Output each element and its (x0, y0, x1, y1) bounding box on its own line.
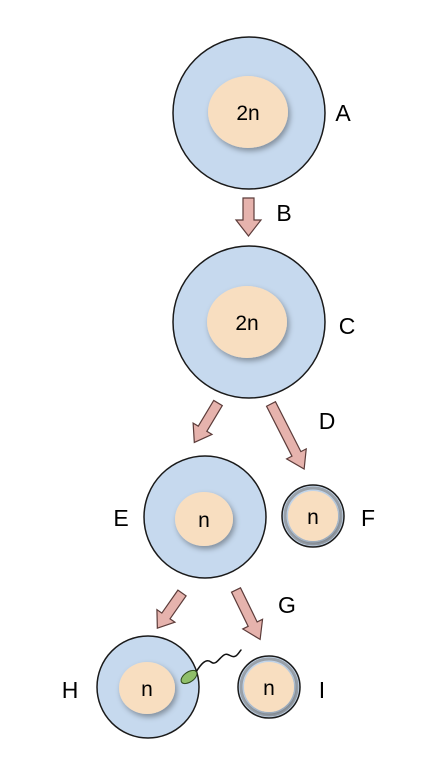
arrow-b (234, 197, 263, 237)
arrow-d-left (192, 399, 224, 444)
cell-a: 2n (172, 36, 326, 190)
cell-e-nucleus (175, 492, 233, 546)
sperm-tail (195, 649, 242, 673)
cell-i: n (237, 655, 301, 719)
arrow-d-right (265, 400, 307, 471)
cell-f-nucleus-label: n (307, 506, 319, 529)
cell-f: n (281, 484, 345, 548)
sperm-head (180, 669, 198, 685)
cell-e: n (143, 455, 267, 579)
arrow-d-left-shape (192, 399, 224, 444)
cell-c-nucleus-label: 2n (235, 312, 258, 335)
label-g: G (278, 592, 296, 618)
arrow-g-right (230, 587, 264, 641)
cell-i-nucleus (244, 662, 294, 712)
label-e: E (113, 505, 128, 531)
label-h: H (62, 677, 79, 703)
cell-h: n (96, 635, 200, 739)
cell-h-nucleus (119, 662, 175, 714)
arrow-g-left (156, 589, 187, 630)
label-i: I (319, 677, 325, 703)
arrow-g-left-shape (156, 589, 187, 630)
label-a: A (335, 100, 351, 126)
cell-a-nucleus-label: 2n (236, 102, 259, 125)
arrow-b-shape (234, 197, 263, 237)
label-b: B (276, 200, 291, 226)
cell-e-nucleus-label: n (198, 509, 210, 532)
arrow-g-right-shape (230, 587, 264, 641)
label-f: F (361, 505, 375, 531)
cell-i-rim (239, 657, 299, 717)
sperm (180, 649, 242, 685)
cell-a-nucleus (208, 76, 288, 148)
label-d: D (319, 408, 336, 434)
label-c: C (339, 313, 356, 339)
cell-c-nucleus (207, 286, 287, 358)
cell-c: 2n (172, 245, 326, 399)
arrow-d-right-shape (265, 400, 307, 471)
cell-f-rim (283, 486, 343, 546)
cell-f-nucleus (288, 491, 338, 541)
cell-i-nucleus-label: n (263, 677, 275, 700)
cell-h-nucleus-label: n (141, 678, 153, 701)
